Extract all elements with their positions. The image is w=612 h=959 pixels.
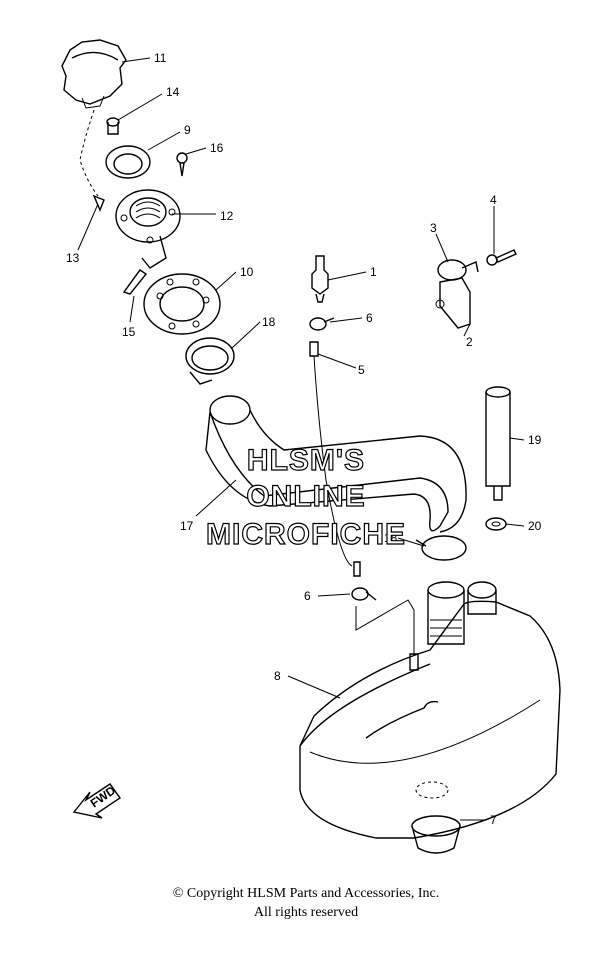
- callout-labels: 11 14 9 16 12 13 10 15 18 1 6 5 4 3 2 19…: [66, 51, 542, 827]
- callout-8: 8: [274, 669, 281, 683]
- chain-part-13[interactable]: [79, 109, 105, 212]
- hose-clamp-part-18-lower[interactable]: [415, 535, 467, 561]
- forward-arrow-icon: FWD: [72, 783, 121, 819]
- watermark: HLSM'S ONLINE MICROFICHE: [205, 443, 406, 551]
- callout-6-upper: 6: [366, 311, 373, 325]
- callout-12: 12: [220, 209, 234, 223]
- clamp-part-3[interactable]: [437, 259, 479, 281]
- fuel-cap-part-11[interactable]: [61, 39, 127, 109]
- callout-18-upper: 18: [262, 315, 276, 329]
- callout-10: 10: [240, 265, 254, 279]
- filler-neck-part-12[interactable]: [115, 189, 181, 269]
- callout-6-lower: 6: [304, 589, 311, 603]
- callout-18-lower: 18: [384, 531, 398, 545]
- callout-9: 9: [184, 123, 191, 137]
- vent-fitting: [353, 561, 419, 671]
- hose-clamp-part-18-upper[interactable]: [185, 337, 235, 385]
- watermark-line-3: MICROFICHE: [206, 518, 406, 551]
- clamp-part-6-lower[interactable]: [351, 587, 377, 601]
- clip-part-15[interactable]: [122, 269, 148, 295]
- vent-pipe-part-19[interactable]: [485, 386, 511, 501]
- drain-cup-part-7[interactable]: [411, 781, 461, 854]
- copyright-line-2: All rights reserved: [253, 905, 359, 920]
- tank-filler-neck: [427, 581, 465, 645]
- screw-part-4[interactable]: [486, 249, 517, 266]
- screw-part-14[interactable]: [106, 117, 120, 135]
- callout-4: 4: [490, 193, 497, 207]
- callout-11: 11: [154, 51, 167, 65]
- watermark-line-2: ONLINE: [246, 480, 365, 513]
- gasket-part-10[interactable]: [143, 273, 221, 335]
- fuel-hose-part-17[interactable]: [205, 395, 467, 533]
- callout-20: 20: [528, 519, 542, 533]
- callout-7: 7: [490, 813, 497, 827]
- callout-14: 14: [166, 85, 180, 99]
- gasket-part-9[interactable]: [105, 145, 151, 179]
- grommet-part-20[interactable]: [485, 517, 507, 531]
- callout-5: 5: [358, 363, 365, 377]
- screw-part-16[interactable]: [176, 152, 188, 177]
- leader-lines: [77, 57, 525, 821]
- callout-3: 3: [430, 221, 437, 235]
- fitting-part-1[interactable]: [311, 255, 329, 303]
- fwd-label: FWD: [88, 783, 119, 810]
- bracket-part-2[interactable]: [435, 277, 471, 329]
- callout-19: 19: [528, 433, 542, 447]
- tank-vent-neck: [467, 581, 497, 615]
- vent-tube-part-5[interactable]: [309, 341, 353, 567]
- fuel-tank-part-8[interactable]: [299, 600, 561, 839]
- callout-16: 16: [210, 141, 224, 155]
- clamp-part-6-upper[interactable]: [309, 317, 335, 331]
- callout-13: 13: [66, 251, 80, 265]
- copyright-line-1: © Copyright HLSM Parts and Accessories, …: [172, 886, 440, 901]
- callout-1: 1: [370, 265, 377, 279]
- callout-17: 17: [180, 519, 194, 533]
- watermark-line-1: HLSM'S: [247, 444, 365, 477]
- callout-2: 2: [466, 335, 473, 349]
- callout-15: 15: [122, 325, 136, 339]
